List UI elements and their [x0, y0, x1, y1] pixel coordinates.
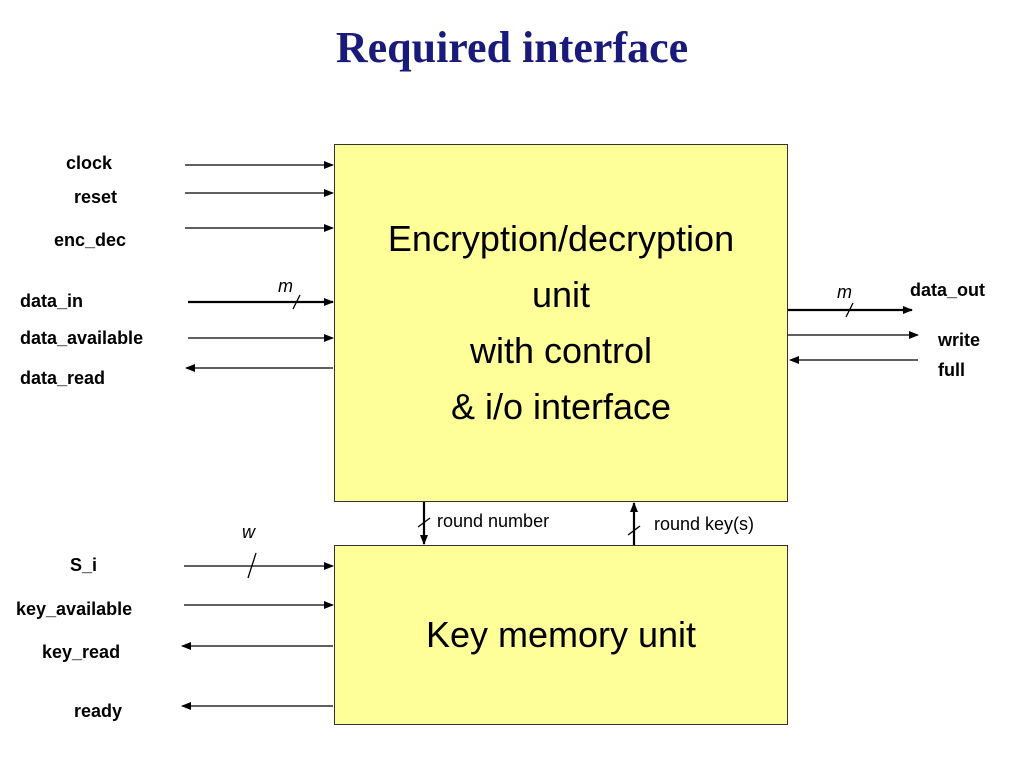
enc-dec-label: enc_dec — [54, 230, 127, 250]
data-in-label: data_in — [20, 291, 84, 311]
key-read-label: key_read — [42, 642, 121, 662]
data-out-width-label: m — [837, 282, 852, 302]
s-i-bus-slash — [247, 552, 257, 579]
data-in-bus-slash — [292, 294, 301, 310]
data-available-label: data_available — [20, 328, 144, 348]
round-number-label: round number — [437, 511, 550, 531]
write-label: write — [938, 330, 981, 350]
key-unit-label: Key memory unit — [425, 614, 697, 656]
enc-unit-line-1: Encryption/decryption — [387, 218, 735, 260]
data-in-width-label: m — [278, 276, 293, 296]
reset-label: reset — [74, 187, 118, 207]
ready-label: ready — [74, 701, 123, 721]
round-keys-slash — [627, 525, 641, 536]
data-out-label: data_out — [910, 280, 986, 300]
enc-unit-line-3: with control — [469, 330, 653, 371]
key-available-label: key_available — [16, 599, 133, 619]
round-keys-label: round key(s) — [654, 514, 755, 534]
full-label: full — [938, 360, 965, 380]
data-read-label: data_read — [20, 368, 106, 388]
data-out-bus-slash — [845, 302, 854, 318]
round-number-slash — [417, 517, 431, 528]
s-i-width-label: w — [242, 522, 255, 542]
encryption-unit-box: Encryption/decryption unit with control … — [334, 144, 788, 502]
clock-label: clock — [66, 153, 113, 173]
enc-unit-line-2: unit — [531, 274, 591, 316]
enc-unit-line-4: & i/o interface — [450, 385, 672, 427]
s-i-label: S_i — [70, 555, 98, 575]
key-memory-unit-box: Key memory unit — [334, 545, 788, 725]
page-title: Required interface — [335, 23, 689, 72]
